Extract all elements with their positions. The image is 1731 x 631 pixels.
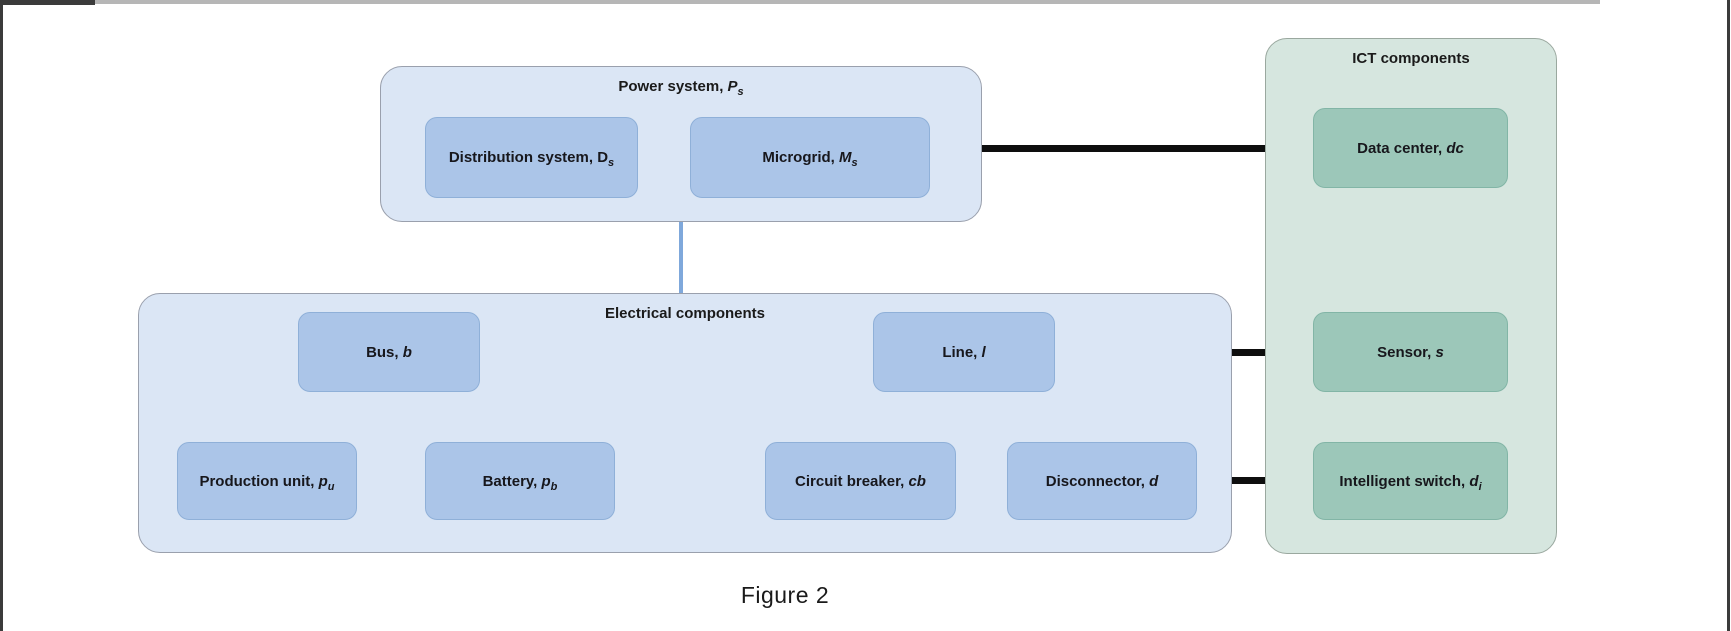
group-electrical-components-title: Electrical components: [604, 305, 766, 322]
group-ict-components-title: ICT components: [1352, 50, 1470, 67]
edge-power-electrical: [679, 222, 683, 293]
node-intelligent-switch-label: Intelligent switch, di: [1339, 472, 1482, 493]
node-data-center: Data center, dc: [1313, 108, 1508, 188]
node-bus-label: Bus, b: [366, 343, 412, 361]
node-production-unit-label: Production unit, pu: [199, 472, 335, 493]
node-distribution-system: Distribution system, Ds: [425, 117, 638, 198]
node-battery-label: Battery, pb: [482, 472, 558, 493]
node-intelligent-switch: Intelligent switch, di: [1313, 442, 1508, 520]
node-distribution-system-label: Distribution system, Ds: [448, 149, 615, 169]
node-line: Line, l: [873, 312, 1055, 392]
group-power-system-title: Power system, Ps: [618, 78, 744, 98]
node-battery: Battery, pb: [425, 442, 615, 520]
frame-top-bar-dark: [0, 0, 95, 5]
node-microgrid: Microgrid, Ms: [690, 117, 930, 198]
node-disconnector: Disconnector, d: [1007, 442, 1197, 520]
node-bus: Bus, b: [298, 312, 480, 392]
node-sensor: Sensor, s: [1313, 312, 1508, 392]
node-line-label: Line, l: [942, 343, 986, 361]
edge-power-datacenter: [982, 145, 1313, 152]
frame-top-bar-gray: [95, 0, 1600, 4]
node-sensor-label: Sensor, s: [1377, 343, 1444, 361]
node-disconnector-label: Disconnector, d: [1045, 472, 1159, 490]
frame-border-left: [0, 0, 3, 631]
node-data-center-label: Data center, dc: [1357, 139, 1464, 157]
edge-disconnector-intelligentswitch: [1197, 477, 1313, 484]
frame-border-right: [1727, 0, 1730, 631]
node-circuit-breaker: Circuit breaker, cb: [765, 442, 956, 520]
node-production-unit: Production unit, pu: [177, 442, 357, 520]
node-microgrid-label: Microgrid, Ms: [762, 149, 858, 169]
figure-caption: Figure 2: [740, 582, 830, 608]
node-circuit-breaker-label: Circuit breaker, cb: [795, 472, 926, 490]
